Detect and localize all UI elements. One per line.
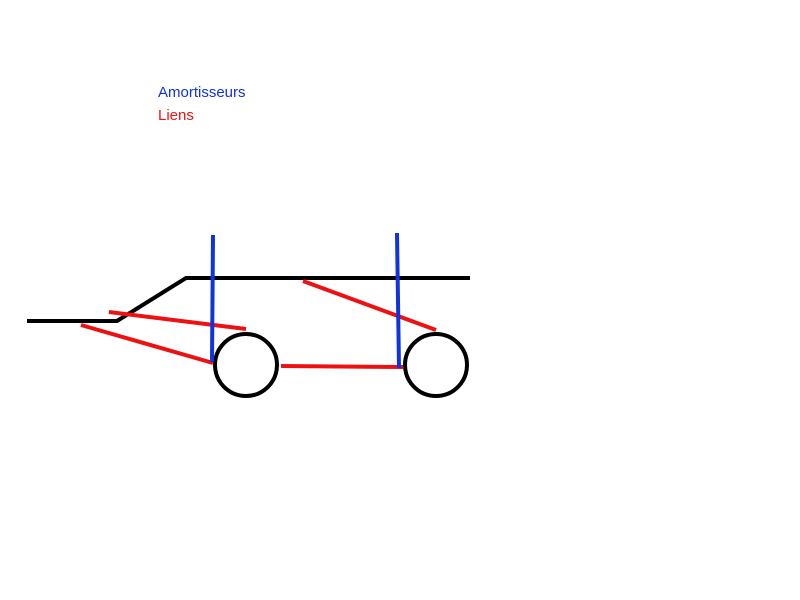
wheels [213,332,469,398]
rear-diagonal-link [302,279,437,332]
rear-wheel [403,332,469,398]
links [80,279,437,369]
chassis-frame [27,276,470,323]
legend-shock-absorbers: Amortisseurs [158,84,246,101]
legend: Amortisseurs Liens [158,81,246,127]
shock-absorbers [210,232,401,369]
axle-connecting-link [280,364,404,369]
front-upper-link [108,310,247,331]
chassis [27,276,470,323]
rear-shock-absorber [395,232,401,369]
front-shock-absorber [210,234,215,363]
front-lower-link [80,323,214,365]
legend-links: Liens [158,107,194,124]
front-wheel [213,332,279,398]
